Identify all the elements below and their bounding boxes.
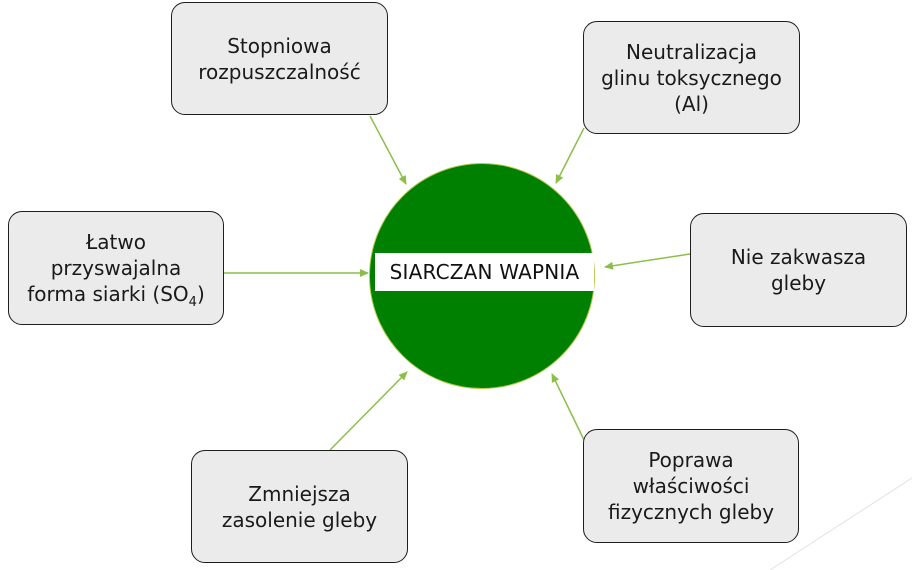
node-no-acidification: Nie zakwasza gleby xyxy=(690,213,907,327)
center-label-text: SIARCZAN WAPNIA xyxy=(389,260,580,284)
node-label: Nie zakwasza gleby xyxy=(730,245,867,295)
arrow-top-left xyxy=(369,115,407,185)
node-gradual-solubility: Stopniowa rozpuszczalność xyxy=(171,2,388,115)
node-sulfur-form: Łatwo przyswajalna forma siarki (SO4) xyxy=(8,211,224,325)
arrow-bottom-left xyxy=(329,371,408,451)
node-label: Zmniejsza zasolenie gleby xyxy=(221,481,378,532)
arrow-bottom-right xyxy=(551,373,585,441)
center-label: SIARCZAN WAPNIA xyxy=(375,253,594,291)
node-label: Łatwo przyswajalna forma siarki (SO4) xyxy=(27,230,205,310)
arrow-top-right xyxy=(555,127,585,184)
node-aluminum-neutralization: Neutralizacja glinu toksycznego (Al) xyxy=(583,21,800,134)
node-label: Stopniowa rozpuszczalność xyxy=(198,33,361,84)
node-physical-properties: Poprawa właściwości fizycznych gleby xyxy=(583,429,799,543)
node-label: Neutralizacja glinu toksycznego (Al) xyxy=(601,39,782,116)
node-label: Poprawa właściwości fizycznych gleby xyxy=(607,448,775,524)
decorative-diagonal-line xyxy=(769,477,912,570)
arrow-right xyxy=(604,253,691,270)
node-reduces-salinity: Zmniejsza zasolenie gleby xyxy=(191,450,408,563)
